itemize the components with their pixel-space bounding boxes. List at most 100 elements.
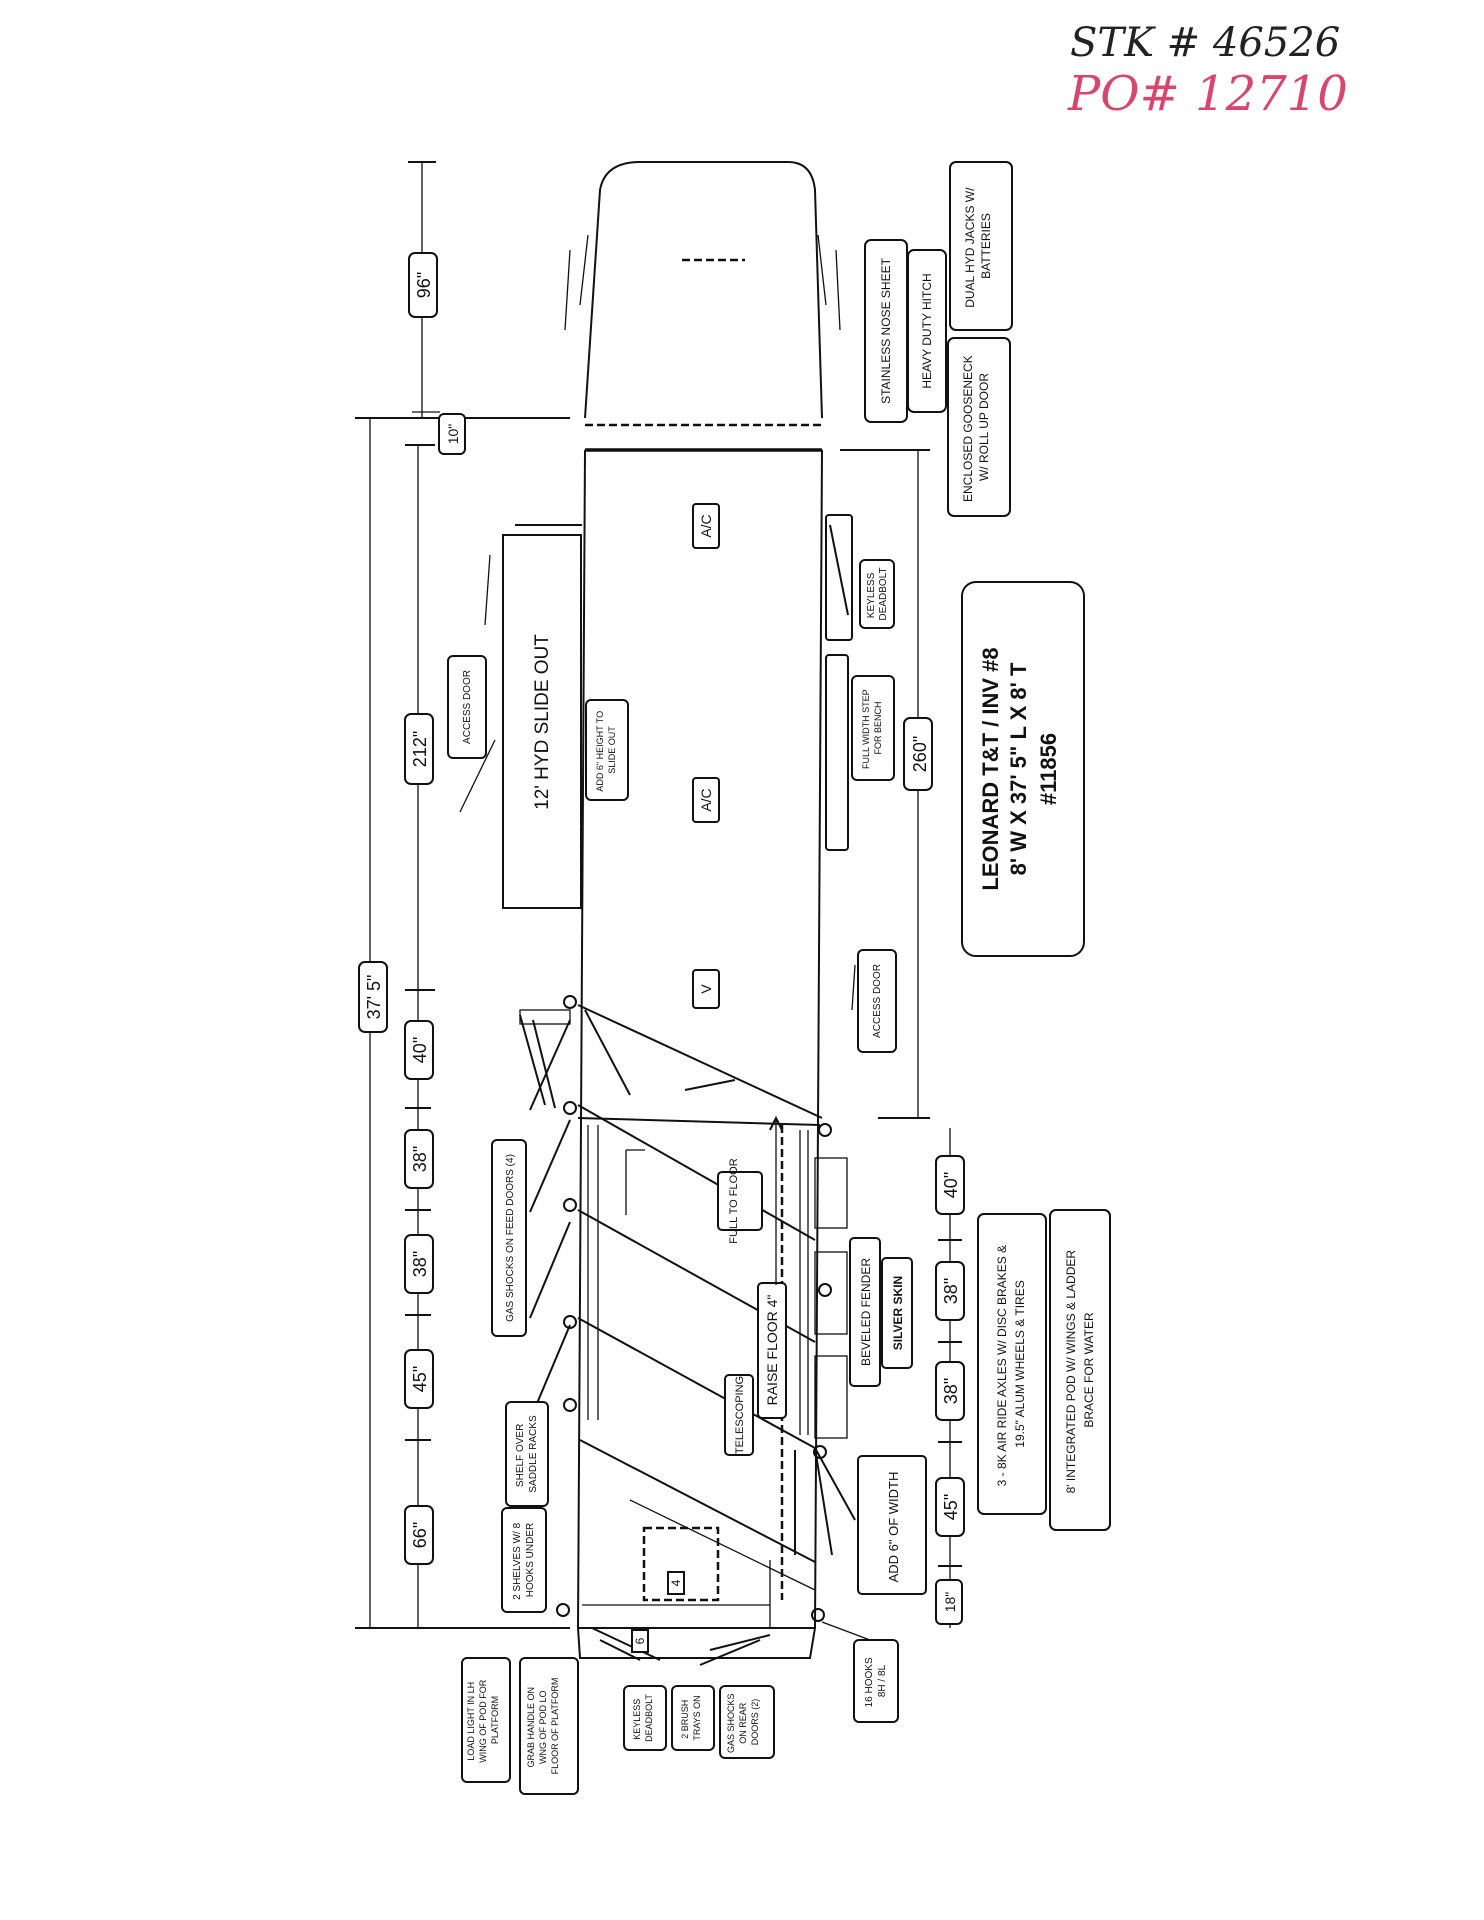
stall1-dim-box	[404, 1020, 434, 1080]
ac-label-2: A/C	[698, 788, 714, 811]
access-door-swing	[851, 964, 856, 1011]
access-door-top-callout	[447, 655, 487, 759]
keyless-rear-callout	[623, 1685, 667, 1751]
full-to-floor-label: FULL TO FLOOR	[728, 1158, 740, 1243]
tack-dim-box	[404, 1505, 434, 1565]
right-door-strip-2	[825, 654, 849, 851]
gooseneck-gap-label: 10"	[445, 424, 461, 445]
stall3-dim-box	[404, 1234, 434, 1294]
brush-trays-label: 2 BRUSH TRAYS ON	[680, 1695, 702, 1740]
right-stall3-box	[935, 1361, 965, 1421]
add-width-box	[857, 1455, 927, 1595]
right-stall2-box	[935, 1261, 965, 1321]
grab-handle-callout	[519, 1657, 579, 1795]
right-total-label: 260"	[910, 736, 930, 772]
silver-skin-label: SILVER SKIN	[891, 1276, 905, 1350]
left-stall-label-5: 66"	[410, 1522, 430, 1548]
keyless-side-label: KEYLESS DEADBOLT	[866, 567, 889, 620]
silver-skin-callout	[881, 1257, 913, 1369]
title-line-3: #11856	[1036, 733, 1061, 805]
two-shelves-callout	[501, 1507, 547, 1613]
grab-handle-label: GRAB HANDLE ON WNG OF POD LO FLOOR OF PL…	[526, 1678, 560, 1775]
title-line-1: LEONARD T&T / INV #8	[978, 647, 1003, 890]
gas-shocks-rear-label: GAS SHOCKS ON REAR DOORS (2)	[726, 1691, 760, 1753]
left-stall-label-1: 40"	[410, 1037, 430, 1063]
pod-label: 8' INTEGRATED POD W/ WINGS & LADDER BRAC…	[1064, 1247, 1096, 1494]
load-light-callout	[461, 1657, 511, 1783]
full-width-step-callout	[851, 675, 895, 781]
beveled-fender-label: BEVELED FENDER	[859, 1258, 873, 1366]
stall2-dim-box	[404, 1129, 434, 1189]
nose-dim-box	[408, 252, 438, 318]
raise-floor-arrowhead	[769, 1115, 783, 1131]
heavy-hitch-label: HEAVY DUTY HITCH	[920, 273, 934, 388]
access-door-bottom-label: ACCESS DOOR	[872, 964, 883, 1038]
axles-label: 3 - 8K AIR RIDE AXLES W/ DISC BRAKES & 1…	[995, 1242, 1027, 1487]
slide-out-box	[502, 534, 582, 909]
keyless-door-swing	[829, 524, 849, 616]
stall4-dim-box	[404, 1349, 434, 1409]
stock-number-note: STK # 46526	[1070, 20, 1341, 66]
slide-out-side	[484, 554, 491, 626]
beveled-fender-callout	[849, 1237, 881, 1387]
raise-floor-label: RAISE FLOOR 4"	[764, 1295, 780, 1406]
right-stall4-box	[935, 1477, 965, 1537]
right-stall-label-1: 40"	[941, 1172, 961, 1198]
stall-dividers	[519, 1004, 856, 1666]
dual-jacks-callout	[949, 161, 1013, 331]
ac-unit-1	[692, 503, 720, 549]
stainless-label: STAINLESS NOSE SHEET	[879, 257, 893, 403]
telescoping-box	[724, 1374, 754, 1456]
full-width-step-label: FULL WIDTH STEP FOR BENCH	[861, 687, 883, 769]
telescoping-label: TELESCOPING	[734, 1376, 746, 1454]
hooks-callout	[853, 1639, 899, 1723]
po-number-note: PO# 12710	[1068, 66, 1348, 122]
right-total-dim-box	[903, 717, 933, 791]
right-stall1-box	[935, 1155, 965, 1215]
gap-dim-box	[438, 413, 466, 455]
dual-jacks-label: DUAL HYD JACKS W/ BATTERIES	[963, 184, 993, 308]
axles-callout	[977, 1213, 1047, 1515]
access-door-leader	[459, 739, 496, 813]
hooks-leader	[821, 1621, 871, 1641]
right-stall-label-3: 38"	[941, 1378, 961, 1404]
title-line-2: 8' W X 37' 5" L X 8' T	[1006, 662, 1031, 875]
nose-length-label: 96"	[414, 272, 434, 298]
keyless-deadbolt-side-callout	[859, 559, 895, 629]
right-door-strip-1	[825, 514, 853, 641]
two-shelves-label: 2 SHELVES W/ 8 HOOKS UNDER	[512, 1520, 536, 1600]
trailer-outline	[564, 161, 841, 1659]
brush-trays-callout	[671, 1685, 715, 1751]
left-stall-label-4: 45"	[410, 1366, 430, 1392]
keyless-rear-label: KEYLESS DEADBOLT	[632, 1694, 654, 1742]
right-stall-label-2: 38"	[941, 1278, 961, 1304]
living-length-label: 212"	[410, 731, 430, 767]
light-fixtures	[556, 995, 832, 1622]
gas-shocks-feed-label: GAS SHOCKS ON FEED DOORS (4)	[505, 1154, 516, 1322]
access-door-top-label: ACCESS DOOR	[462, 670, 473, 744]
raise-floor-box	[757, 1282, 787, 1419]
vent-label: V	[698, 984, 714, 994]
small-box-b	[631, 1629, 649, 1653]
gas-shocks-feed-callout	[491, 1139, 527, 1337]
left-stall-label-3: 38"	[410, 1251, 430, 1277]
gooseneck-door-callout	[947, 337, 1011, 517]
small-box-a	[667, 1571, 685, 1595]
slide-out-label: 12' HYD SLIDE OUT	[532, 634, 553, 810]
title-box	[961, 581, 1085, 957]
full-to-floor-box	[717, 1171, 763, 1231]
load-light-label: LOAD LIGHT IN LH WING OF POD FOR PLATFOR…	[466, 1677, 500, 1763]
ac-unit-2	[692, 777, 720, 823]
left-stall-label-2: 38"	[410, 1146, 430, 1172]
pod-callout	[1049, 1209, 1111, 1531]
gooseneck-door-label: ENCLOSED GOOSENECK W/ ROLL UP DOOR	[961, 352, 991, 502]
overall-length-label: 37' 5"	[364, 975, 384, 1020]
right-stall-label-5: 18"	[942, 1592, 958, 1613]
add-height-label: ADD 6" HEIGHT TO SLIDE OUT	[595, 708, 617, 791]
gas-shocks-rear-callout	[719, 1685, 775, 1759]
right-tail-box	[935, 1579, 963, 1625]
shelf-over-callout	[505, 1401, 549, 1507]
add-height-callout	[585, 699, 629, 801]
living-dim-box	[404, 713, 434, 785]
